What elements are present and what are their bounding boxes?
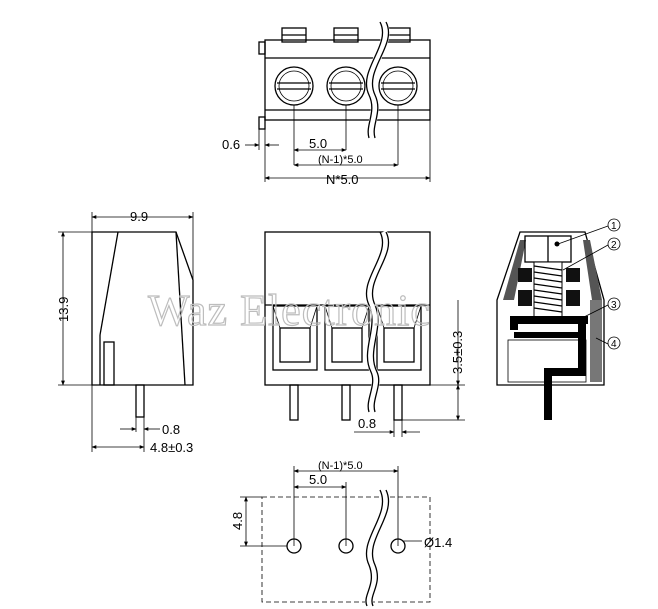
side-pin: [135, 384, 145, 418]
footprint-dim-hole: Ø1.4: [424, 535, 452, 550]
front-pin: [393, 384, 403, 421]
dim-pin-position: 4.8±0.3: [150, 440, 193, 455]
top-view: 0.6 5.0 (N-1)*5.0 N*5.0: [222, 20, 431, 187]
section-pin: [544, 322, 586, 420]
footprint-dim-pitch: 5.0: [309, 472, 327, 487]
svg-text:3: 3: [611, 300, 617, 311]
dim-span: (N-1)*5.0: [318, 154, 363, 166]
callout-1: 1: [557, 218, 621, 245]
wire-opening: [272, 305, 318, 371]
callout-2: 2: [562, 237, 621, 271]
screw-head: [378, 66, 418, 106]
dim-height: 13.9: [56, 297, 71, 322]
dim-pin-length: 3.5±0.3: [450, 331, 465, 374]
top-view-body: [264, 39, 431, 121]
svg-text:1: 1: [611, 221, 617, 232]
svg-text:4: 4: [611, 339, 617, 350]
section-view-body: [496, 231, 605, 386]
dim-pin-offset: 0.6: [222, 137, 240, 152]
callout-3: 3: [577, 297, 621, 321]
screw-head: [326, 66, 366, 106]
front-pin: [289, 384, 299, 421]
footprint-dim-row: 4.8: [230, 512, 245, 530]
dim-width: 9.9: [130, 209, 148, 224]
footprint-view: (N-1)*5.0 5.0 4.8 Ø1.4: [230, 460, 452, 608]
dim-pin-width: 0.8: [358, 416, 376, 431]
screw-head: [274, 66, 314, 106]
watermark: Waz Electronic: [148, 286, 431, 335]
callout-4: 4: [595, 336, 621, 350]
side-view: 9.9 13.9 0.8 4.8±0.3: [56, 209, 194, 455]
front-view: 3.5±0.3 0.8: [264, 230, 465, 437]
svg-text:2: 2: [611, 240, 617, 251]
front-pin: [341, 384, 351, 421]
section-view: 1 2 3 4: [496, 218, 621, 420]
wire-opening: [376, 305, 422, 371]
dim-pitch: 5.0: [309, 136, 327, 151]
footprint-dim-span: (N-1)*5.0: [318, 460, 363, 472]
dim-pin: 0.8: [162, 422, 180, 437]
dim-total: N*5.0: [326, 172, 359, 187]
